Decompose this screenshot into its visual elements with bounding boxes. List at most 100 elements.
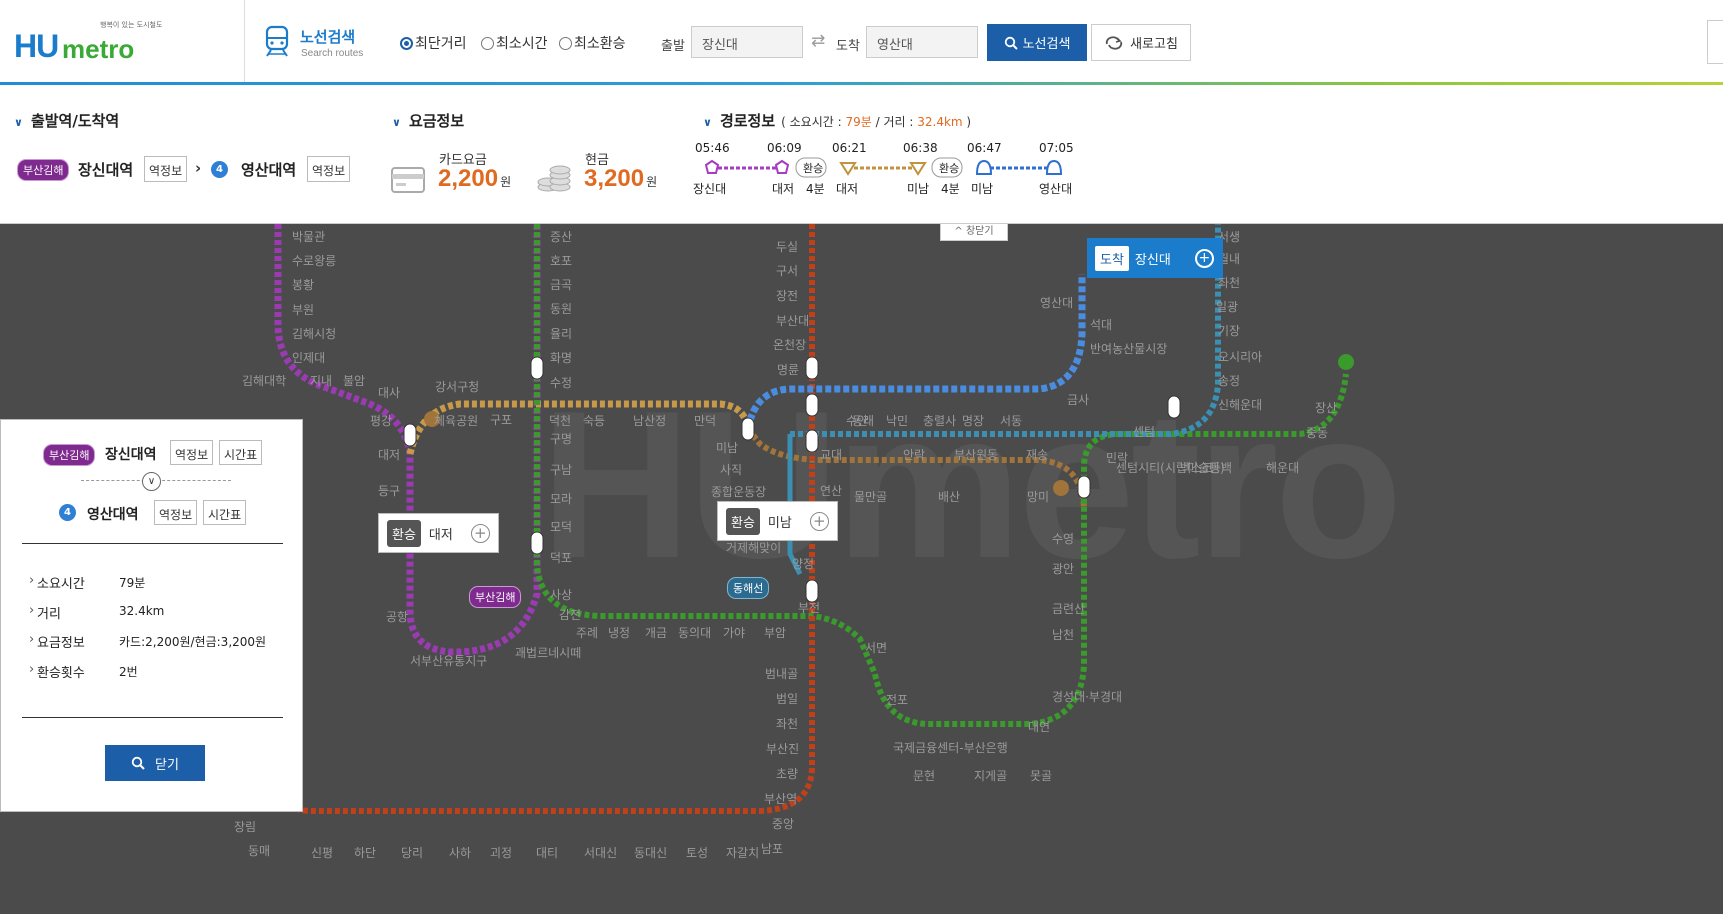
station-label[interactable]: 구남 [550, 463, 573, 477]
station-label[interactable]: 종합운동장 [711, 485, 767, 499]
station-label[interactable]: 대사 [378, 386, 401, 400]
station-label[interactable]: 지게골 [974, 769, 1008, 783]
station-label[interactable]: 토성 [686, 846, 709, 860]
station-label[interactable]: 서생 [1218, 230, 1241, 244]
station-label[interactable]: 모라 [550, 492, 573, 506]
station-label[interactable]: 주례 [576, 626, 599, 640]
station-label[interactable]: 송정 [1218, 374, 1241, 388]
station-label[interactable]: 구서 [776, 264, 799, 278]
station-label[interactable]: 불암 [343, 374, 366, 388]
station-label[interactable]: 호포 [550, 254, 573, 268]
station-label[interactable]: 가야 [723, 626, 746, 640]
transfer-callout-minam[interactable]: 환승 미남 + [717, 501, 838, 541]
station-label[interactable]: 동대신 [634, 846, 668, 860]
station-label[interactable]: 기장 [1218, 324, 1241, 338]
station-label[interactable]: 국제금융센터-부산은행 [893, 741, 1008, 755]
station-label[interactable]: 남산정 [633, 414, 667, 428]
station-label[interactable]: 동원 [550, 302, 573, 316]
station-label[interactable]: 민락 [1106, 451, 1129, 465]
option-minimum-time[interactable]: 최소시간 [481, 33, 548, 53]
station-label[interactable]: 부산대 [776, 314, 810, 328]
transfer-callout-daejeo[interactable]: 환승 대저 + [378, 513, 499, 553]
station-label[interactable]: 낙민 [886, 414, 909, 428]
station-label[interactable]: 부원 [292, 303, 315, 317]
station-label[interactable]: 수로왕릉 [292, 254, 337, 268]
station-label[interactable]: 공항 [386, 610, 409, 624]
option-minimum-transfer[interactable]: 최소환승 [559, 33, 626, 53]
station-label[interactable]: 부산원동 [954, 448, 999, 462]
swap-icon[interactable]: ⇄ [811, 31, 826, 51]
station-label[interactable]: 물만골 [854, 490, 888, 504]
station-label[interactable]: 센텀시티(시립미술관) [1116, 461, 1225, 475]
station-label[interactable]: 봉황 [292, 278, 315, 292]
side-toggle[interactable] [1707, 20, 1723, 64]
refresh-button[interactable]: 새로고침 [1091, 24, 1191, 61]
station-label[interactable]: 해운대 [1266, 461, 1300, 475]
station-label[interactable]: 괴정 [490, 846, 513, 860]
station-label[interactable]: 문현 [913, 769, 936, 783]
station-label[interactable]: 증산 [550, 230, 573, 244]
station-label[interactable]: 대저 [378, 448, 401, 462]
route-search-button[interactable]: 노선검색 [987, 24, 1087, 61]
station-label[interactable]: 경성대·부경대 [1052, 690, 1123, 704]
station-label[interactable]: 동래 [852, 414, 875, 428]
station-label[interactable]: 신해운대 [1218, 398, 1263, 412]
plus-circle-icon[interactable]: + [1194, 248, 1214, 268]
station-label[interactable]: 배산 [938, 490, 961, 504]
plus-circle-icon[interactable]: + [470, 523, 490, 543]
panel-from-timetable-button[interactable]: 시간표 [219, 440, 263, 465]
station-label[interactable]: 초량 [776, 767, 799, 781]
station-label[interactable]: 장산 [1315, 401, 1338, 415]
station-label[interactable]: 영산대 [1040, 296, 1074, 310]
station-label[interactable]: 서부산유통지구 [410, 654, 488, 668]
station-label[interactable]: 사하 [449, 846, 472, 860]
station-label[interactable]: 양정 [792, 557, 815, 571]
station-label[interactable]: 석대 [1090, 318, 1113, 332]
arrival-callout[interactable]: 도착 장신대 + [1087, 238, 1223, 278]
station-label[interactable]: 교대 [820, 448, 843, 462]
humetro-logo[interactable]: 행복이 있는 도시철도 HU metro [14, 20, 162, 64]
station-label[interactable]: 대연 [1028, 720, 1051, 734]
station-label[interactable]: 미남 [716, 441, 739, 455]
station-label[interactable]: 안락 [903, 448, 926, 462]
station-label[interactable]: 남천 [1052, 628, 1075, 642]
station-label[interactable]: 센텀 [1133, 425, 1156, 439]
station-label[interactable]: 덕포 [550, 551, 573, 565]
station-label[interactable]: 화명 [550, 351, 573, 365]
station-label[interactable]: 명장 [962, 414, 985, 428]
station-label[interactable]: 체육공원 [434, 414, 479, 428]
station-label[interactable]: 당리 [401, 846, 424, 860]
radio-icon[interactable] [481, 36, 494, 50]
radio-selected-icon[interactable] [400, 36, 413, 50]
station-label[interactable]: 덕천 [549, 414, 572, 428]
station-label[interactable]: 망미 [1027, 490, 1050, 504]
station-label[interactable]: 부전 [798, 601, 821, 615]
station-label[interactable]: 모덕 [550, 520, 573, 534]
station-label[interactable]: 등구 [378, 484, 401, 498]
station-label[interactable]: 부산역 [764, 792, 798, 806]
station-label[interactable]: 신평 [311, 846, 334, 860]
station-label[interactable]: 범일 [776, 692, 799, 706]
station-label[interactable]: 두실 [776, 240, 799, 254]
station-label[interactable]: 연산 [820, 484, 843, 498]
fare-heading[interactable]: ∨요금정보 [392, 112, 465, 130]
station-label[interactable]: 동의대 [678, 626, 712, 640]
station-label[interactable]: 박물관 [292, 230, 326, 244]
station-label[interactable]: 냉정 [608, 626, 631, 640]
station-label[interactable]: 김해대학 [242, 374, 287, 388]
station-label[interactable]: 전포 [886, 693, 909, 707]
station-label[interactable]: 남포 [761, 842, 784, 856]
station-label[interactable]: 재송 [1026, 448, 1049, 462]
station-label[interactable]: 금련산 [1052, 602, 1086, 616]
station-label[interactable]: 범내골 [765, 667, 799, 681]
panel-to-timetable-button[interactable]: 시간표 [203, 500, 247, 525]
station-label[interactable]: 서동 [1000, 414, 1023, 428]
depart-input[interactable]: 장신대 [691, 26, 803, 58]
route-heading[interactable]: ∨경로정보( 소요시간 : 79분 / 거리 : 32.4km ) [703, 112, 972, 130]
station-label[interactable]: 일광 [1216, 300, 1239, 314]
station-label[interactable]: 반여농산물시장 [1090, 342, 1168, 356]
arrive-input[interactable]: 영산대 [866, 26, 978, 58]
station-label[interactable]: 사상 [550, 588, 573, 602]
station-label[interactable]: 동백 [1210, 461, 1233, 475]
collapse-panel-tab[interactable]: ^ 창닫기 [940, 224, 1008, 241]
